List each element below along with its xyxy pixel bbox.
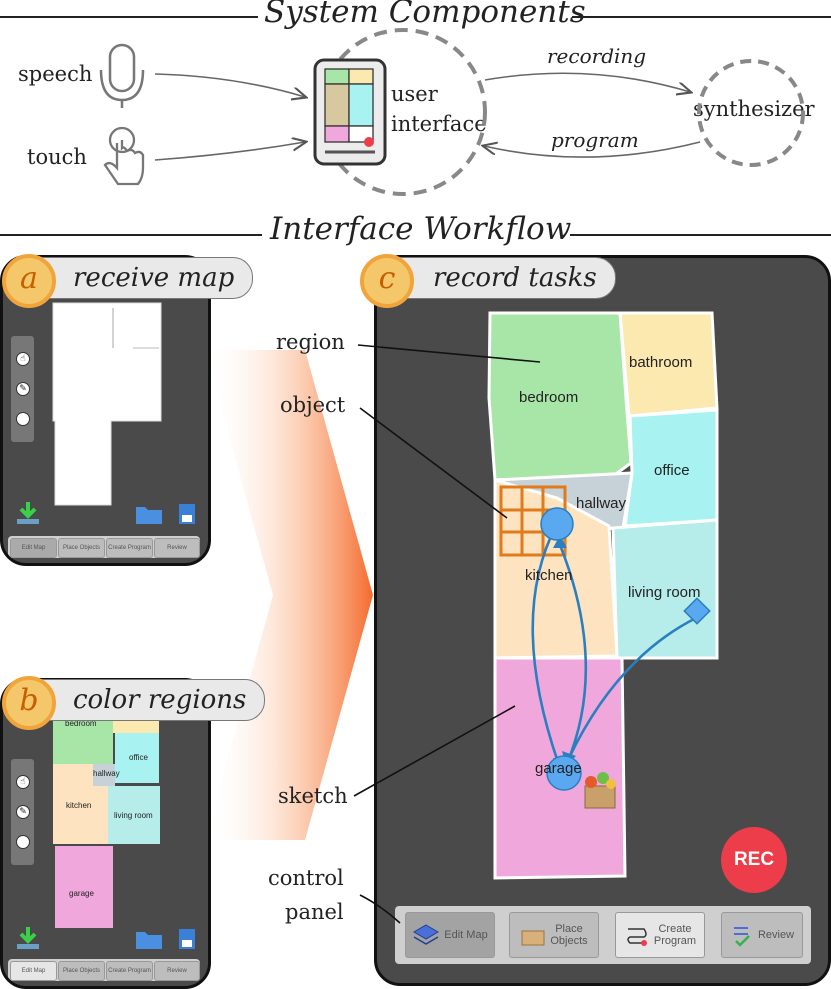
- raw-occupancy-map: [52, 302, 162, 506]
- erase-tool-icon[interactable]: ✎: [16, 382, 30, 396]
- user-interface-line2: interface: [391, 112, 487, 136]
- room-label-hallway: hallway: [93, 769, 120, 778]
- pan-tool-icon[interactable]: ☝: [16, 352, 30, 366]
- erase-tool-icon[interactable]: ✎: [16, 805, 30, 819]
- room-label-bathroom: bathroom: [629, 354, 693, 371]
- path-icon: [627, 928, 647, 946]
- room-label-kitchen: kitchen: [525, 567, 573, 584]
- system-components-title: System Components: [264, 0, 586, 30]
- grocery-box-icon[interactable]: [584, 772, 616, 809]
- touch-label: touch: [27, 145, 87, 169]
- tablet-icon: [313, 58, 387, 166]
- control-panel-small-b: Edit Map Place Objects Create Program Re…: [8, 959, 200, 981]
- control-panel-small-a: Edit Map Place Objects Create Program Re…: [8, 536, 200, 558]
- synthesizer-dashed-circle: [697, 59, 805, 167]
- folder-icon[interactable]: [135, 503, 163, 525]
- system-components-diagram: [99, 28, 805, 196]
- select-tool-icon[interactable]: [16, 412, 30, 426]
- box-icon: [521, 930, 545, 946]
- create-program-button[interactable]: Create Program: [106, 538, 153, 558]
- user-interface-line1: user: [391, 82, 438, 106]
- microphone-icon: [99, 43, 145, 108]
- colored-region-map: [487, 311, 719, 880]
- room-label-garage: garage: [535, 760, 582, 777]
- workflow-rule-left: [0, 234, 262, 236]
- workflow-rule-right: [570, 234, 831, 236]
- recording-label: recording: [547, 44, 647, 68]
- annotation-object: object: [280, 393, 346, 417]
- interface-workflow-title: Interface Workflow: [270, 211, 572, 247]
- create-program-button[interactable]: Create Program: [106, 961, 153, 981]
- place-objects-button[interactable]: Place Objects: [58, 538, 105, 558]
- panel-b-title: color regions: [14, 679, 266, 721]
- layers-icon: [413, 924, 440, 945]
- panel-b-badge: b: [2, 676, 56, 730]
- room-label-garage: garage: [69, 889, 94, 898]
- annotation-sketch: sketch: [278, 784, 348, 808]
- place-objects-button[interactable]: Place Objects: [58, 961, 105, 981]
- annotation-control-line2: panel: [285, 900, 344, 924]
- side-toolbar: ☝ ✎: [11, 759, 34, 865]
- select-tool-icon[interactable]: [16, 835, 30, 849]
- review-button[interactable]: Review: [154, 961, 200, 981]
- download-icon[interactable]: [15, 500, 41, 526]
- side-toolbar: ☝ ✎: [11, 336, 34, 442]
- panel-c-badge: c: [360, 254, 414, 308]
- room-label-living-room: living room: [628, 584, 701, 601]
- touch-hand-icon: [103, 126, 145, 186]
- room-label-bedroom: bedroom: [519, 389, 579, 406]
- checklist-icon: [733, 927, 750, 947]
- room-label-office: office: [129, 753, 148, 762]
- room-label-kitchen: kitchen: [66, 801, 92, 810]
- rec-button[interactable]: REC: [721, 827, 787, 893]
- title-rule-right: [572, 16, 831, 18]
- save-icon[interactable]: [178, 928, 196, 950]
- program-label: program: [551, 128, 639, 152]
- review-label: Review: [757, 929, 795, 941]
- title-rule-left: [0, 16, 258, 18]
- save-icon[interactable]: [178, 503, 196, 525]
- room-label-hallway: hallway: [576, 495, 627, 512]
- edit-map-label: Edit Map: [444, 929, 488, 941]
- edit-map-button[interactable]: Edit Map: [10, 961, 57, 981]
- annotation-control-line1: control: [268, 866, 344, 890]
- pan-tool-icon[interactable]: ☝: [16, 775, 30, 789]
- edit-map-button[interactable]: Edit Map: [10, 538, 57, 558]
- synthesizer-label: synthesizer: [693, 97, 815, 121]
- folder-icon[interactable]: [135, 928, 163, 950]
- room-label-bedroom: bedroom: [65, 719, 97, 728]
- panel-record-tasks: bedroom bathroom office hallway kitchen …: [374, 255, 831, 986]
- annotation-region: region: [276, 330, 345, 354]
- room-label-living-room: living room: [114, 811, 153, 820]
- review-button[interactable]: Review: [154, 538, 200, 558]
- review-button[interactable]: Review: [721, 912, 803, 958]
- panel-a-badge: a: [2, 254, 56, 308]
- room-label-office: office: [654, 462, 690, 479]
- download-icon[interactable]: [15, 925, 41, 951]
- edit-map-button[interactable]: Edit Map: [405, 912, 495, 958]
- panel-c-title: record tasks: [374, 257, 616, 299]
- speech-label: speech: [18, 62, 93, 86]
